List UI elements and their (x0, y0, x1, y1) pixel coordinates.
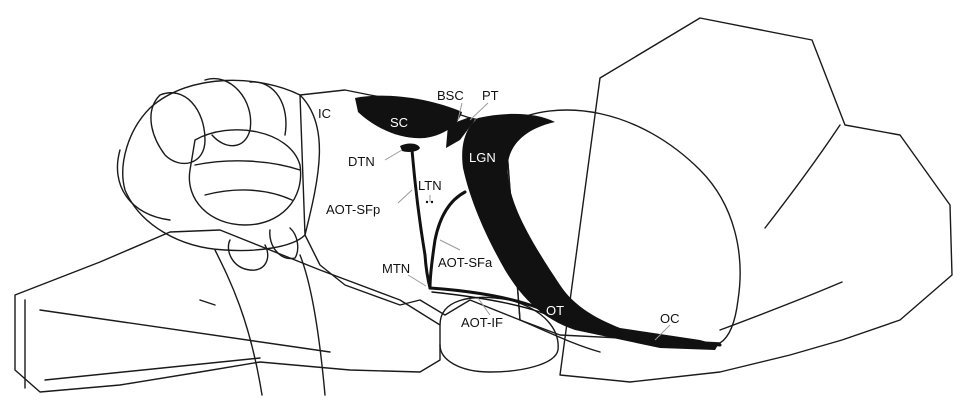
label-aot-sfp: AOT-SFp (326, 202, 380, 217)
label-aot-sfa: AOT-SFa (438, 255, 493, 270)
leader-aot-if (478, 298, 490, 315)
label-ic: IC (318, 106, 331, 121)
cerebellum-folia (117, 79, 300, 225)
label-oc: OC (660, 311, 680, 326)
label-aot-if: AOT-IF (461, 315, 503, 330)
label-mtn: MTN (382, 261, 410, 276)
ltn-dot (431, 201, 433, 203)
label-bsc: BSC (437, 88, 464, 103)
label-sc: SC (390, 115, 408, 130)
label-ot: OT (546, 303, 564, 318)
dorsal-terminal-nucleus (400, 144, 420, 152)
ltn-dot (426, 201, 428, 203)
leader-aot-sfp (398, 190, 412, 203)
label-dtn: DTN (348, 154, 375, 169)
leader-dtn (385, 150, 402, 160)
label-pt: PT (482, 88, 499, 103)
optic-tract-dorsal (412, 150, 430, 288)
label-ltn: LTN (418, 178, 442, 193)
leader-mtn (408, 275, 426, 286)
ltn-branch (430, 192, 465, 288)
label-lgn: LGN (469, 150, 496, 165)
olfactory-bulb (560, 18, 952, 382)
brainstem-outline (15, 230, 440, 392)
brainstem-inner-lines (25, 250, 330, 395)
leader-aot-sfa (440, 240, 460, 250)
